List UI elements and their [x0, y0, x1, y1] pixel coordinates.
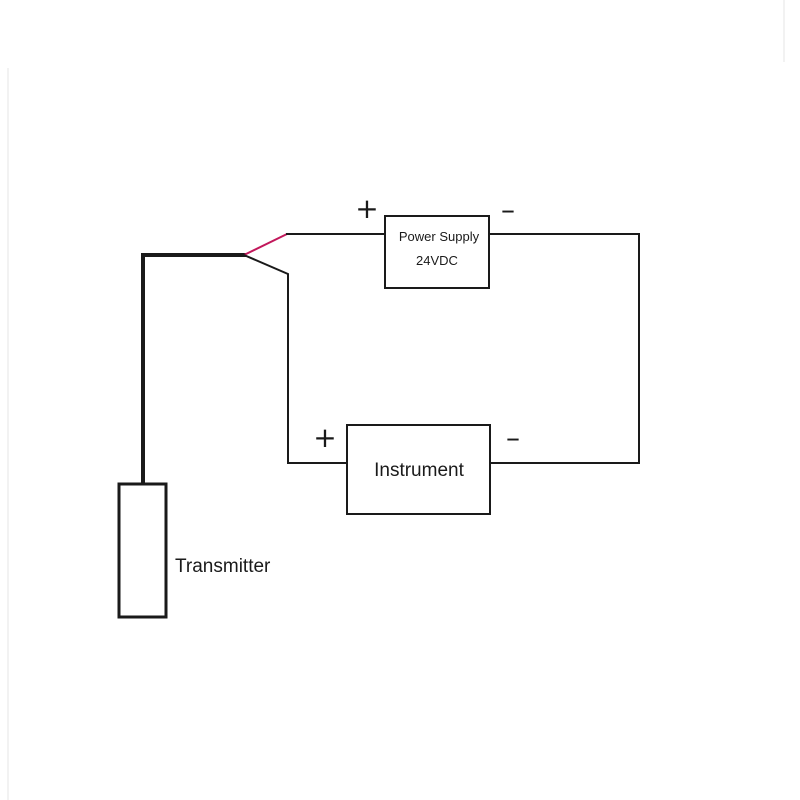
instrument-box	[346, 424, 491, 515]
instrument-label: Instrument	[374, 460, 464, 481]
power-supply-minus-sign: –	[501, 193, 515, 226]
power-positive-lead-colored	[243, 233, 288, 256]
power-supply-voltage: 24VDC	[416, 253, 458, 268]
transmitter: Transmitter	[117, 482, 271, 619]
power-supply-label: Power Supply	[399, 229, 480, 244]
instrument: Instrument + –	[313, 421, 520, 515]
power-supply: Power Supply 24VDC + –	[355, 192, 515, 289]
negative-return-wire	[488, 233, 640, 464]
transmitter-body	[117, 482, 168, 619]
instrument-positive-wire	[242, 253, 348, 464]
transmitter-label: Transmitter	[175, 556, 271, 577]
instrument-plus-sign: +	[313, 421, 336, 454]
power-supply-box	[384, 215, 490, 289]
power-supply-plus-sign: +	[355, 192, 378, 225]
instrument-minus-sign: –	[506, 421, 520, 454]
transmitter-cable	[141, 253, 246, 488]
